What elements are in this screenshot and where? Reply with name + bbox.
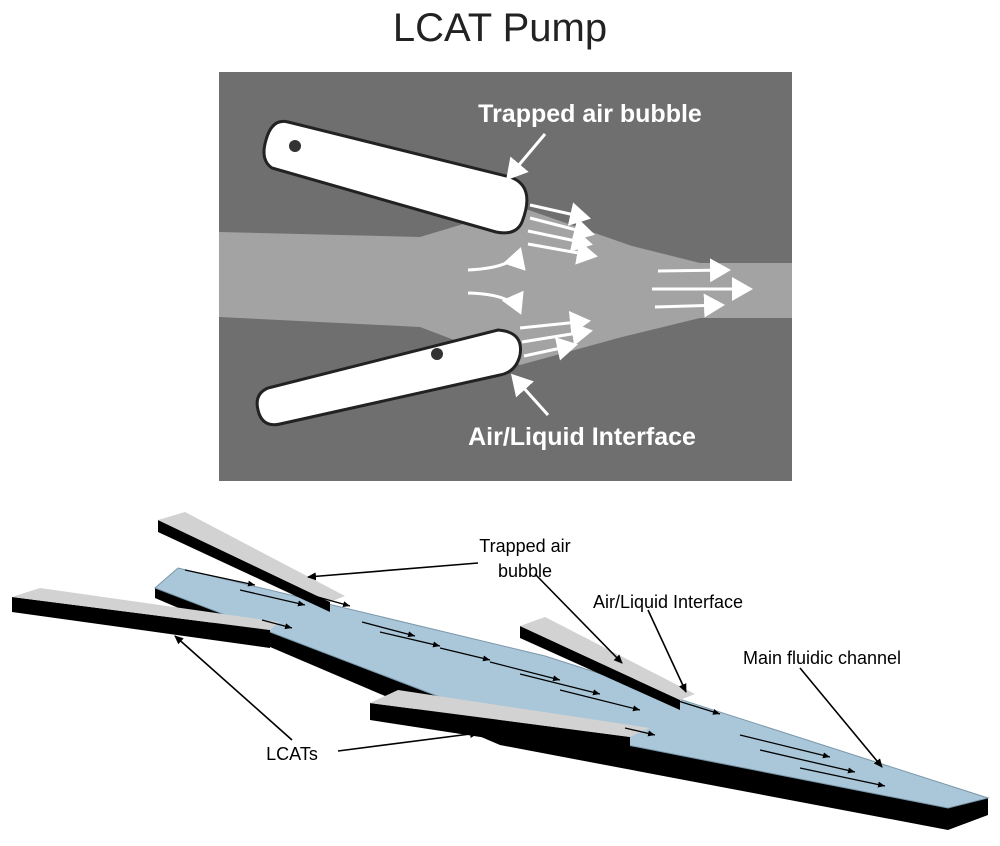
lcat-4 (370, 690, 650, 737)
trapped-air-bubble-label: Trapped air bubble (478, 100, 702, 128)
schematic-bubble-label-line1: Trapped air (479, 536, 570, 556)
lcat-2-side (12, 597, 270, 648)
lcat-3 (520, 617, 695, 700)
bottom-air-bubble (255, 328, 523, 427)
schematic-channel-label: Main fluidic channel (743, 648, 901, 668)
main-fluidic-channel (154, 567, 990, 809)
liquid-channel (219, 207, 792, 365)
micrograph: Trapped air bubble Air/Liquid Interface (219, 72, 792, 481)
schematic-interface-label: Air/Liquid Interface (593, 592, 743, 612)
lcat-1-side (158, 520, 330, 612)
lcat-2 (12, 588, 280, 630)
air-liquid-interface-label: Air/Liquid Interface (468, 423, 696, 451)
flow-arrows-white (467, 202, 753, 361)
schematic-lcats-label: LCATs (266, 744, 318, 764)
top-label-pointer (506, 133, 547, 181)
lcat-3-side (520, 626, 680, 710)
lcat-4-side (370, 703, 630, 760)
top-air-bubble (262, 119, 529, 235)
figure-title: LCAT Pump (392, 6, 608, 50)
top-bubble-dot (289, 140, 301, 152)
schematic: Trapped air bubble Air/Liquid Interface … (12, 512, 990, 830)
leader-lines (174, 562, 883, 768)
flow-arrows-black (184, 569, 886, 788)
bottom-label-pointer (510, 373, 550, 417)
bottom-bubble-dot (431, 348, 443, 360)
lcat-1 (158, 512, 345, 602)
schematic-bubble-label-line2: bubble (498, 561, 552, 581)
